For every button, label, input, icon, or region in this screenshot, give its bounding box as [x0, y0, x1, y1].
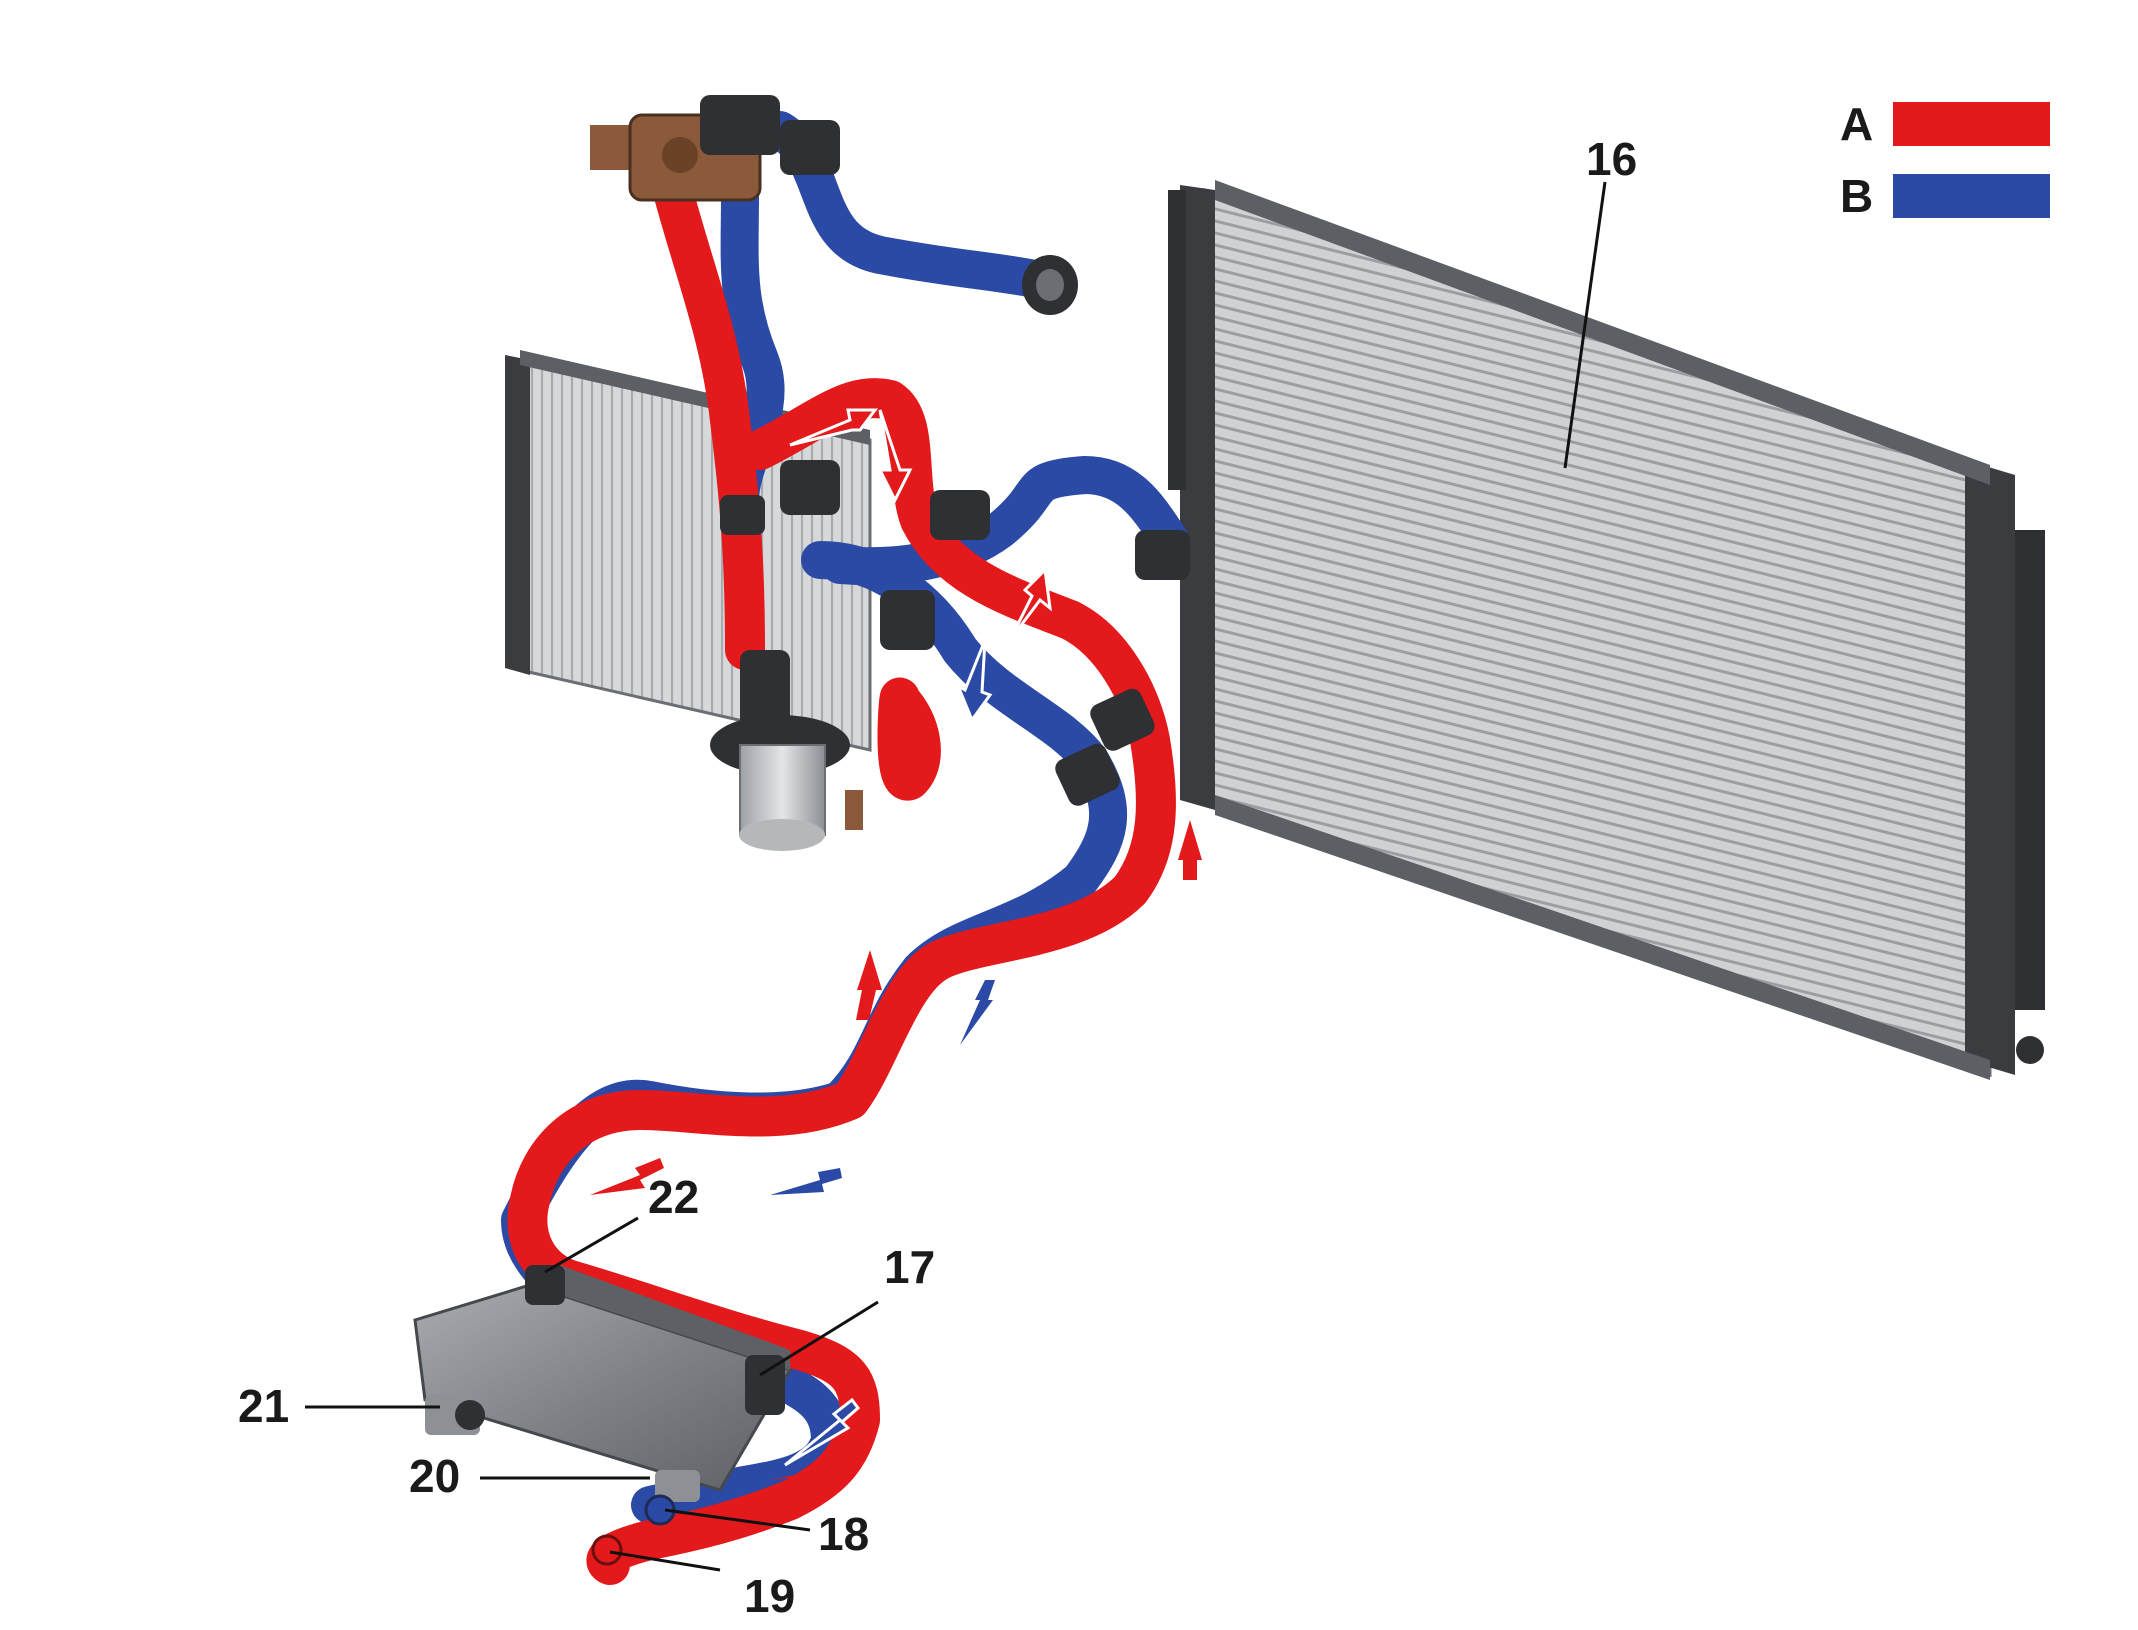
callout-16: 16 — [1586, 133, 1637, 185]
hose-connectors — [720, 460, 1190, 806]
callout-17: 17 — [884, 1241, 935, 1293]
legend-item-a: A — [1840, 98, 2050, 150]
legend-swatch-b — [1893, 174, 2050, 218]
flow-arrows — [590, 408, 1202, 1480]
legend-key-a: A — [1840, 98, 1873, 150]
electric-coolant-pump — [710, 650, 863, 851]
callout-19: 19 — [744, 1570, 795, 1622]
legend-item-b: B — [1840, 170, 2050, 222]
legend-swatch-a — [1893, 102, 2050, 146]
thermostat-valve-housing — [590, 95, 1078, 315]
callout-numbers: 16 17 18 19 20 21 22 — [238, 133, 1637, 1622]
callout-20: 20 — [409, 1450, 460, 1502]
main-radiator — [1168, 180, 2045, 1080]
callout-leaders — [305, 181, 1607, 1572]
legend-key-b: B — [1840, 170, 1873, 222]
legend: A B — [1840, 98, 2050, 222]
callout-21: 21 — [238, 1380, 289, 1432]
heat-exchanger — [413, 1265, 793, 1566]
callout-18: 18 — [818, 1508, 869, 1560]
callout-22: 22 — [648, 1171, 699, 1223]
